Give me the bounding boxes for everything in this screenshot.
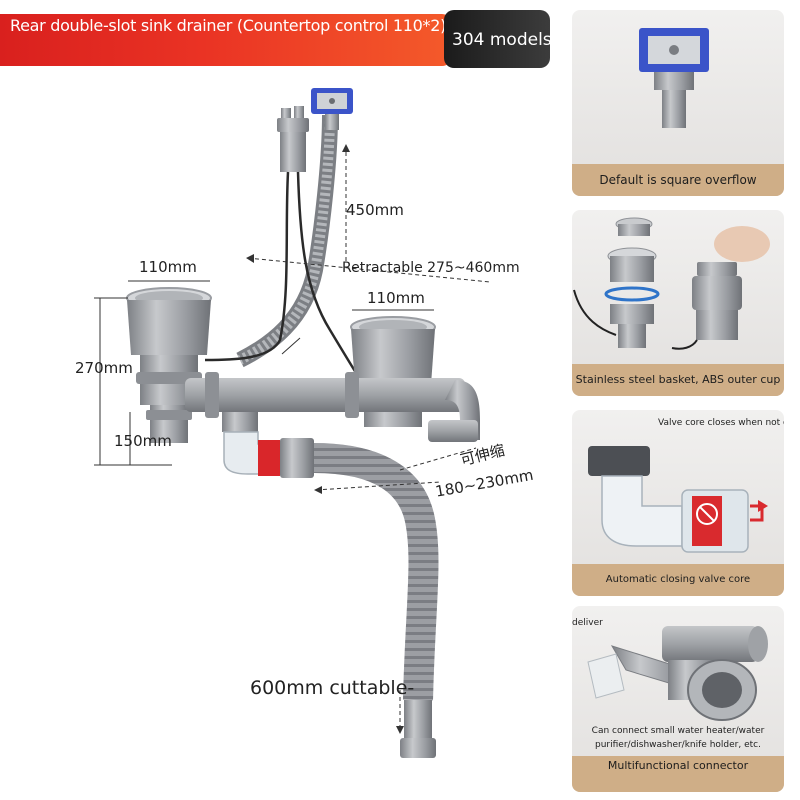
multi-connector-image [587, 626, 768, 721]
caption-square-overflow: Default is square overflow [572, 164, 784, 196]
note-connect-devices: Can connect small water heater/water pur… [591, 726, 765, 750]
caption-strainer-basket: Stainless steel basket, ABS outer cup [572, 364, 784, 396]
caption-closing-valve: Automatic closing valve core [572, 564, 784, 596]
card-square-overflow: Default is square overflow [572, 10, 784, 196]
model-badge-label: 304 models [452, 30, 552, 50]
dim-overflow-length: 450mm [346, 201, 404, 219]
dim-right-strainer: 110mm [367, 289, 425, 307]
title-banner [0, 14, 452, 66]
banner-title: Rear double-slot sink drainer (Counterto… [10, 16, 447, 35]
dim-retractable: Retractable 275~460mm [342, 260, 520, 276]
caption-multi-connector: Multifunctional connector [572, 756, 784, 792]
strainer-basket-image [573, 217, 770, 350]
note-valve-core: Valve core closes when not draining [658, 418, 784, 428]
card-multi-connector: deliver Can connect small water heater/w… [572, 606, 784, 792]
dim-left-strainer: 110mm [139, 258, 197, 276]
dim-lower-height: 150mm [114, 432, 172, 450]
dim-total-height: 270mm [75, 359, 133, 377]
square-overflow-image [639, 28, 709, 128]
dim-hose-length: 600mm cuttable- [250, 677, 415, 699]
note-deliver: deliver [572, 618, 603, 628]
card-closing-valve: Valve core closes when not draining Auto… [572, 410, 784, 596]
card-strainer-basket: Stainless steel basket, ABS outer cup [572, 210, 784, 396]
model-badge [444, 10, 550, 68]
drainer-illustration [94, 88, 491, 758]
closing-valve-image [588, 446, 768, 553]
